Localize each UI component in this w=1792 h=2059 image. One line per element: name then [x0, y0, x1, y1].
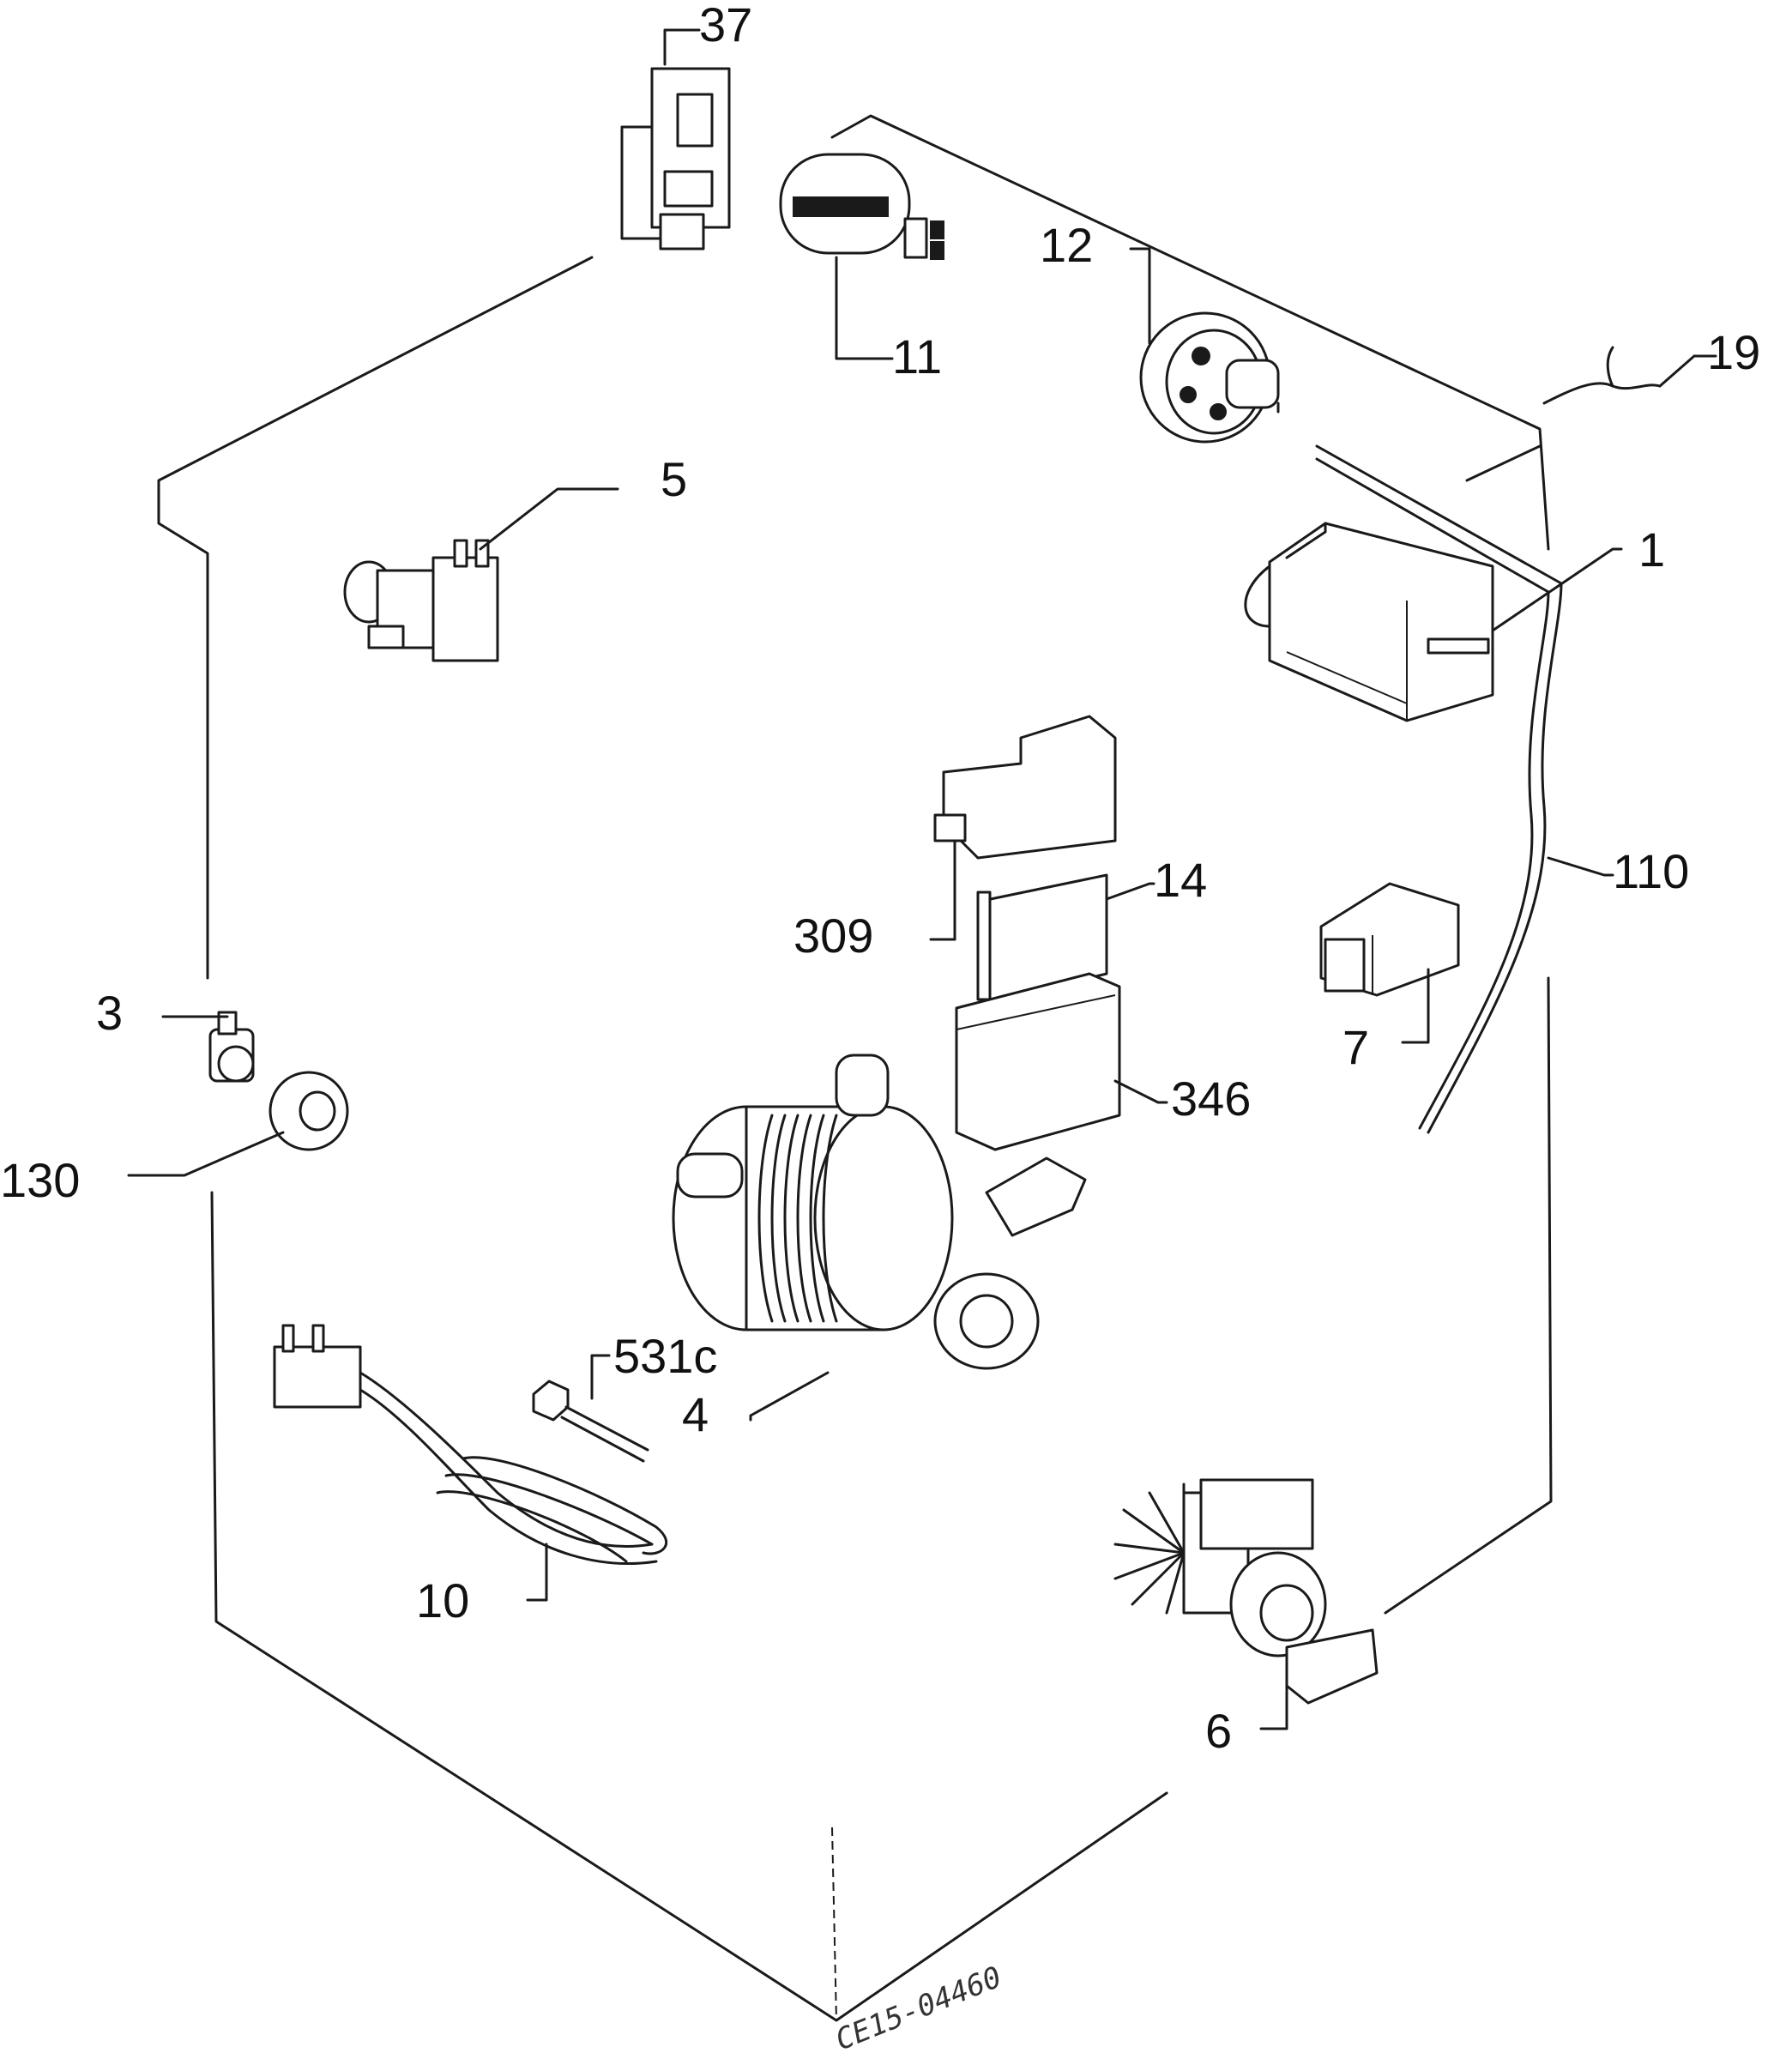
part-1-programme-timer — [1244, 522, 1623, 722]
label-130: 130 — [0, 1153, 80, 1207]
label-10: 10 — [416, 1573, 469, 1627]
part-37-door-interlock — [620, 28, 731, 251]
part-346-housing — [955, 972, 1168, 1151]
part-309-cover — [929, 715, 1117, 941]
part-7-door-lock — [1319, 882, 1460, 1044]
part-11-capacitor — [779, 153, 944, 360]
cabinet-outline — [157, 114, 1553, 2022]
label-531c: 531c — [613, 1329, 717, 1383]
label-4: 4 — [682, 1387, 709, 1441]
drawing-reference-code: CE15-04460 — [830, 1960, 1006, 2058]
part-19-clip — [1542, 346, 1717, 405]
part-12-pressure-switch — [1129, 247, 1280, 444]
part-3-thermostat — [161, 1011, 255, 1083]
label-7: 7 — [1342, 1020, 1369, 1074]
part-531c-screw — [532, 1354, 649, 1463]
label-11: 11 — [892, 329, 942, 383]
label-12: 12 — [1040, 218, 1093, 272]
part-4-motor — [672, 1054, 1087, 1422]
part-6-drain-pump — [1113, 1478, 1379, 1730]
part-14-filter-board — [976, 873, 1155, 1005]
pump-impeller — [1113, 1482, 1186, 1615]
part-number-labels: 37 11 12 19 5 1 110 14 309 7 3 130 346 5… — [0, 0, 1760, 1758]
label-19: 19 — [1707, 325, 1760, 379]
label-3: 3 — [96, 986, 123, 1040]
label-14: 14 — [1154, 853, 1207, 907]
label-110: 110 — [1613, 844, 1689, 898]
part-10-heating-element — [273, 1324, 668, 1602]
part-110-hose — [1315, 444, 1614, 1134]
label-37: 37 — [699, 0, 752, 51]
motor-windings — [757, 1114, 838, 1323]
label-5: 5 — [661, 452, 687, 506]
label-1: 1 — [1638, 522, 1665, 577]
part-5-inlet-valve — [343, 487, 619, 662]
label-309: 309 — [793, 909, 873, 963]
label-6: 6 — [1205, 1704, 1232, 1758]
label-346: 346 — [1171, 1072, 1251, 1126]
part-130-grommet — [127, 1071, 349, 1177]
